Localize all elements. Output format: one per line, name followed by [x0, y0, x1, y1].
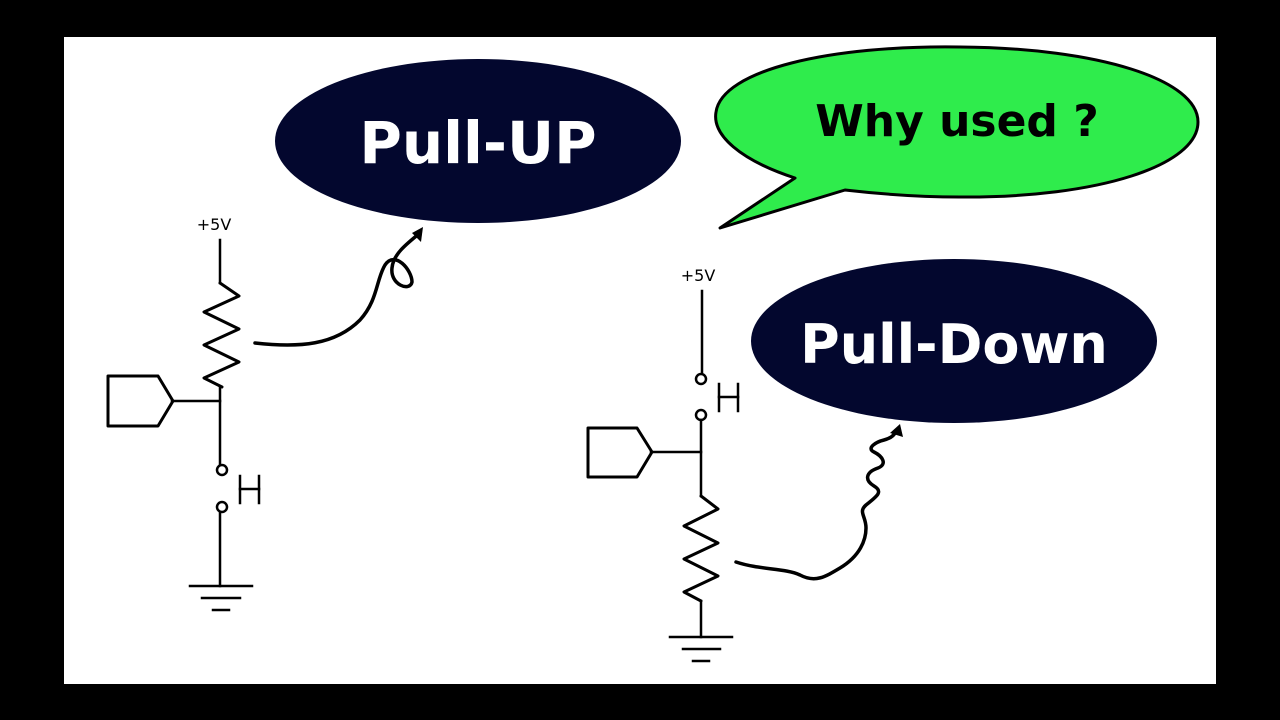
- left-push-button-icon: [215, 463, 261, 514]
- left-supply-label: +5V: [197, 215, 232, 234]
- question-label: Why used ?: [815, 96, 1099, 147]
- right-supply-label: +5V: [681, 266, 716, 285]
- left-ground-icon: [188, 584, 254, 612]
- pull-down-squiggle-arrow-icon: [734, 424, 903, 581]
- right-push-button-icon: [694, 372, 740, 422]
- pull-down-label: Pull-Down: [800, 313, 1108, 376]
- pull-up-circuit: +5V: [106, 215, 261, 612]
- pull-up-label: Pull-UP: [359, 109, 596, 177]
- pull-up-squiggle-arrow-icon: [253, 227, 423, 347]
- right-input-connector-icon: [586, 426, 654, 479]
- pull-down-circuit: +5V: [586, 266, 740, 663]
- right-resistor-icon: [682, 494, 720, 603]
- pull-down-label-bubble: Pull-Down: [751, 259, 1157, 423]
- question-speech-bubble: Why used ?: [714, 45, 1200, 230]
- pull-up-label-bubble: Pull-UP: [275, 59, 681, 223]
- right-ground-icon: [668, 635, 734, 663]
- left-input-connector-icon: [106, 374, 175, 428]
- left-resistor-icon: [202, 281, 241, 389]
